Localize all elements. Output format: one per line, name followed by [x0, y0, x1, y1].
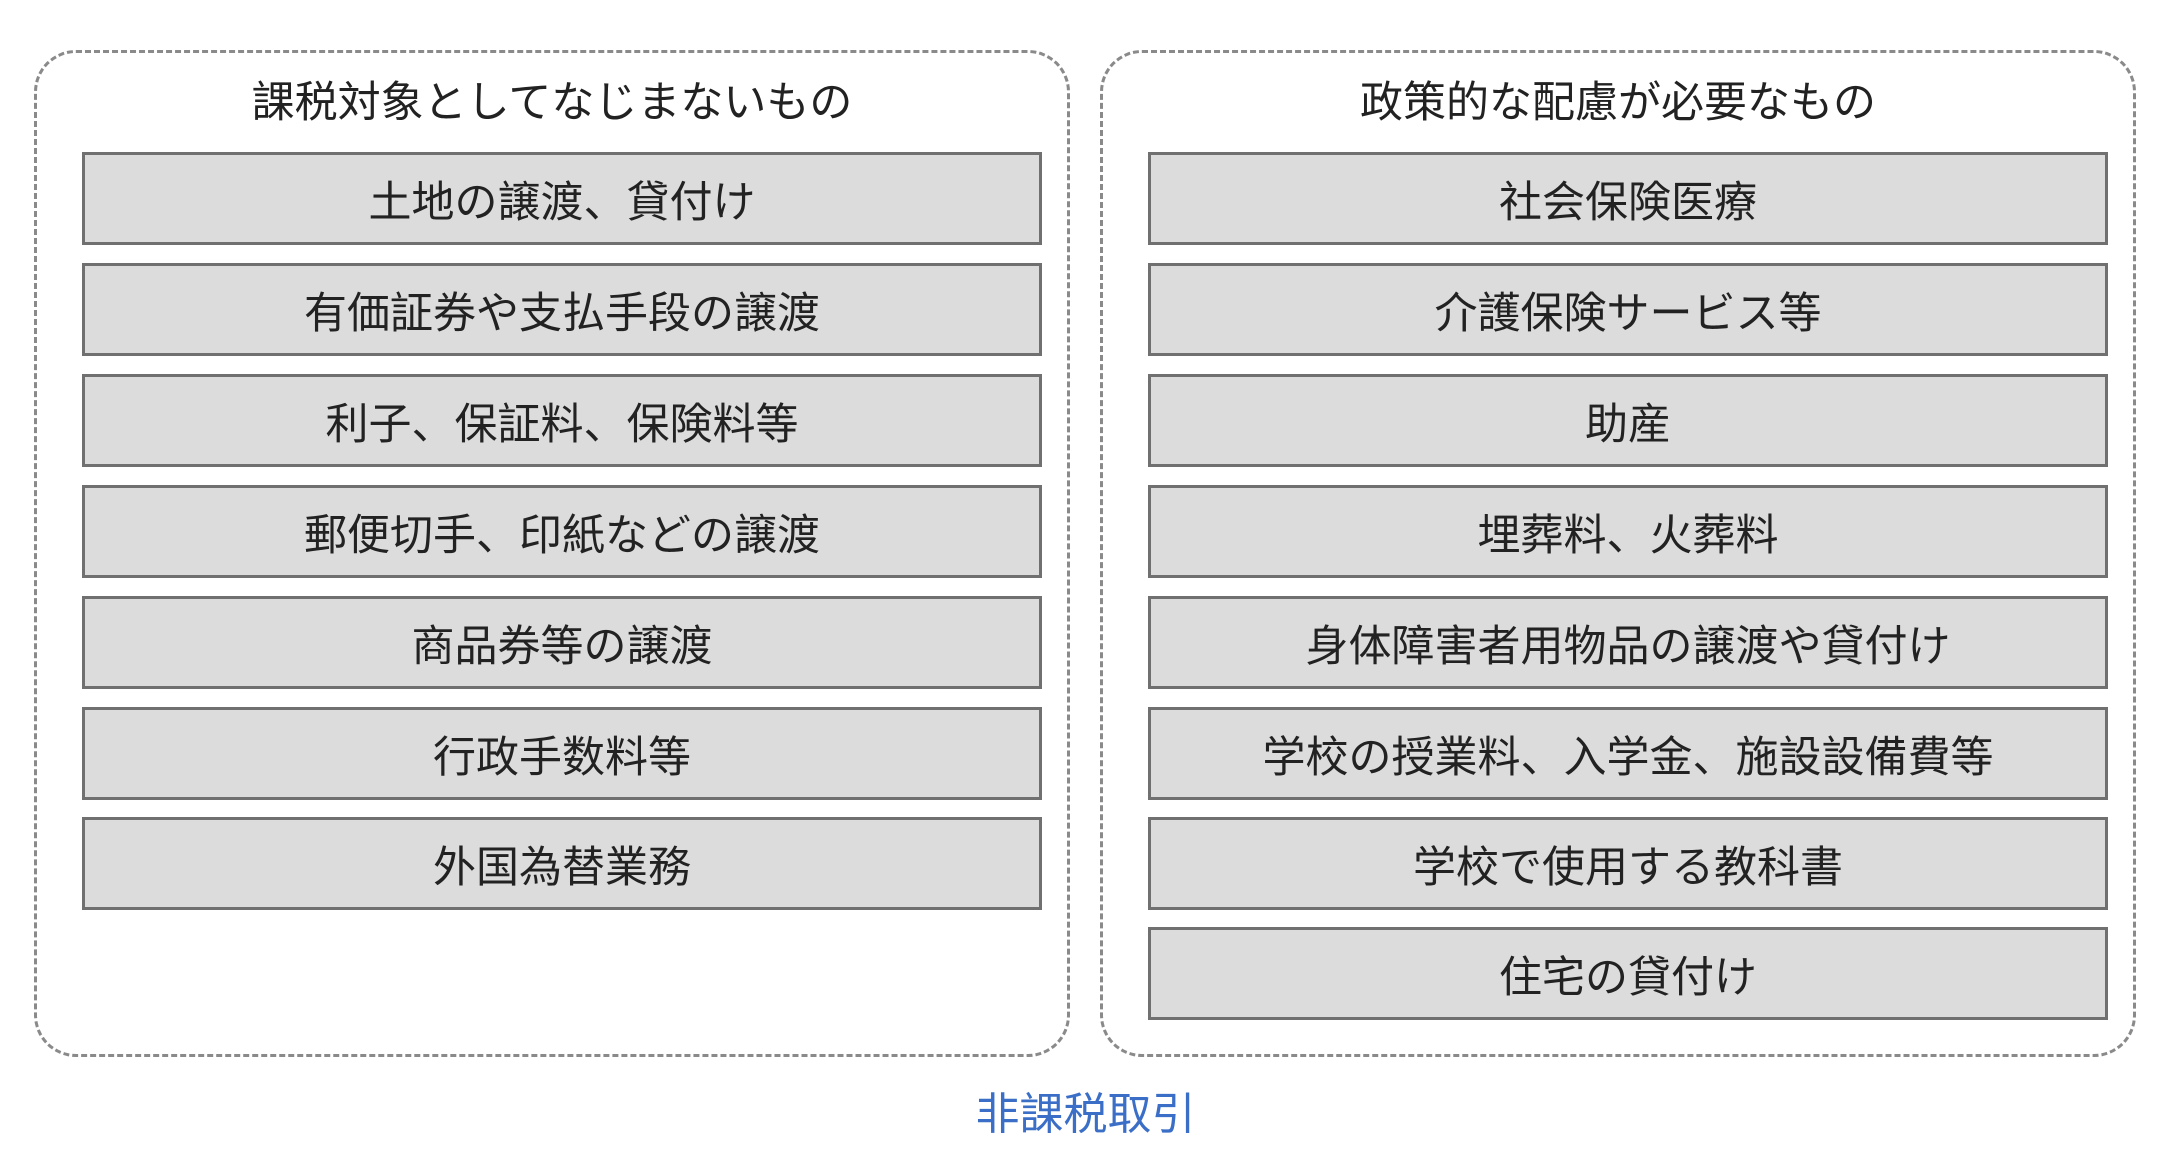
list-item: 有価証券や支払手段の譲渡	[82, 263, 1042, 356]
group-title: 政策的な配慮が必要なもの	[1360, 78, 1876, 128]
diagram-caption: 非課税取引	[975, 1089, 1196, 1140]
list-item: 社会保険医療	[1148, 152, 2108, 245]
list-item-label: 助産	[1585, 399, 1671, 450]
list-item: 住宅の貸付け	[1148, 927, 2108, 1020]
list-item: 助産	[1148, 374, 2108, 467]
list-item: 郵便切手、印紙などの譲渡	[82, 485, 1042, 578]
list-item: 埋葬料、火葬料	[1148, 485, 2108, 578]
group-policy-consideration: 政策的な配慮が必要なもの 社会保険医療 介護保険サービス等 助産 埋葬料、火葬料…	[1100, 50, 2136, 1057]
list-item-label: 学校で使用する教科書	[1413, 842, 1843, 893]
list-item: 土地の譲渡、貸付け	[82, 152, 1042, 245]
list-item-label: 介護保険サービス等	[1434, 288, 1822, 339]
list-item-label: 外国為替業務	[433, 842, 691, 893]
list-item: 商品券等の譲渡	[82, 596, 1042, 689]
list-item-label: 社会保険医療	[1499, 177, 1757, 228]
list-item: 介護保険サービス等	[1148, 263, 2108, 356]
list-item-label: 埋葬料、火葬料	[1477, 510, 1779, 561]
list-item-label: 商品券等の譲渡	[411, 621, 713, 672]
list-item: 身体障害者用物品の譲渡や貸付け	[1148, 596, 2108, 689]
list-item-label: 身体障害者用物品の譲渡や貸付け	[1305, 621, 1951, 672]
list-item: 外国為替業務	[82, 817, 1042, 910]
list-item-label: 学校の授業料、入学金、施設設備費等	[1262, 732, 1994, 783]
list-item-label: 有価証券や支払手段の譲渡	[304, 288, 820, 339]
group-title: 課税対象としてなじまないもの	[251, 78, 853, 128]
list-item: 利子、保証料、保険料等	[82, 374, 1042, 467]
list-item-label: 郵便切手、印紙などの譲渡	[304, 510, 820, 561]
list-item: 行政手数料等	[82, 707, 1042, 800]
list-item-label: 利子、保証料、保険料等	[325, 399, 799, 450]
list-item-label: 住宅の貸付け	[1499, 952, 1757, 1003]
list-item-label: 行政手数料等	[433, 732, 691, 783]
list-item: 学校で使用する教科書	[1148, 817, 2108, 910]
group-not-suited-for-taxation: 課税対象としてなじまないもの 土地の譲渡、貸付け 有価証券や支払手段の譲渡 利子…	[34, 50, 1070, 1057]
list-item: 学校の授業料、入学金、施設設備費等	[1148, 707, 2108, 800]
list-item-label: 土地の譲渡、貸付け	[368, 177, 756, 228]
